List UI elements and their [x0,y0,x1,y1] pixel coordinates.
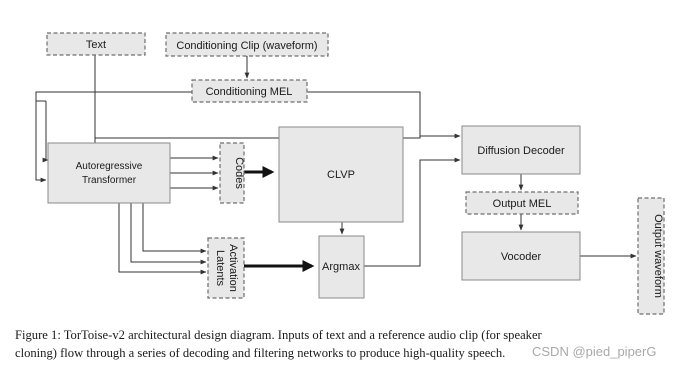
node-text-label: Text [86,39,106,51]
node-activation-label: Activation [227,244,239,292]
node-codes-label: Codes [233,157,245,189]
node-text: Text [46,32,146,56]
caption-line-1: Figure 1: TorToise-v2 architectural desi… [15,328,542,342]
node-diffusion-decoder-label: Diffusion Decoder [477,145,565,157]
node-vocoder-label: Vocoder [501,251,542,263]
node-conditioning-clip-label: Conditioning Clip (waveform) [176,40,317,52]
watermark: CSDN @pied_piperG [532,344,657,359]
node-output-waveform: Output waveform [637,197,665,315]
connectors [35,55,637,275]
node-output-waveform-label: Output waveform [652,214,664,298]
node-output-mel: Output MEL [465,191,579,215]
node-clvp: CLVP [278,126,404,223]
node-latents-label: Latents [214,250,226,287]
node-output-mel-label: Output MEL [493,198,552,210]
node-autoregressive-transformer: Autoregressive Transformer [47,142,171,204]
node-conditioning-mel-label: Conditioning MEL [206,86,293,98]
figure-caption: Figure 1: TorToise-v2 architectural desi… [15,326,690,362]
node-argmax-label: Argmax [322,261,360,273]
node-autoregressive-label-1: Autoregressive [76,161,143,172]
node-conditioning-mel: Conditioning MEL [191,79,308,103]
node-codes: Codes [219,142,245,204]
node-argmax: Argmax [318,235,365,299]
node-vocoder: Vocoder [461,231,581,281]
caption-line-2: cloning) flow through a series of decodi… [15,346,506,360]
node-conditioning-clip: Conditioning Clip (waveform) [165,32,329,57]
node-clvp-label: CLVP [327,169,355,181]
node-activation-latents: Activation Latents [207,237,245,299]
node-autoregressive-label-2: Transformer [82,175,137,186]
node-diffusion-decoder: Diffusion Decoder [461,125,581,175]
